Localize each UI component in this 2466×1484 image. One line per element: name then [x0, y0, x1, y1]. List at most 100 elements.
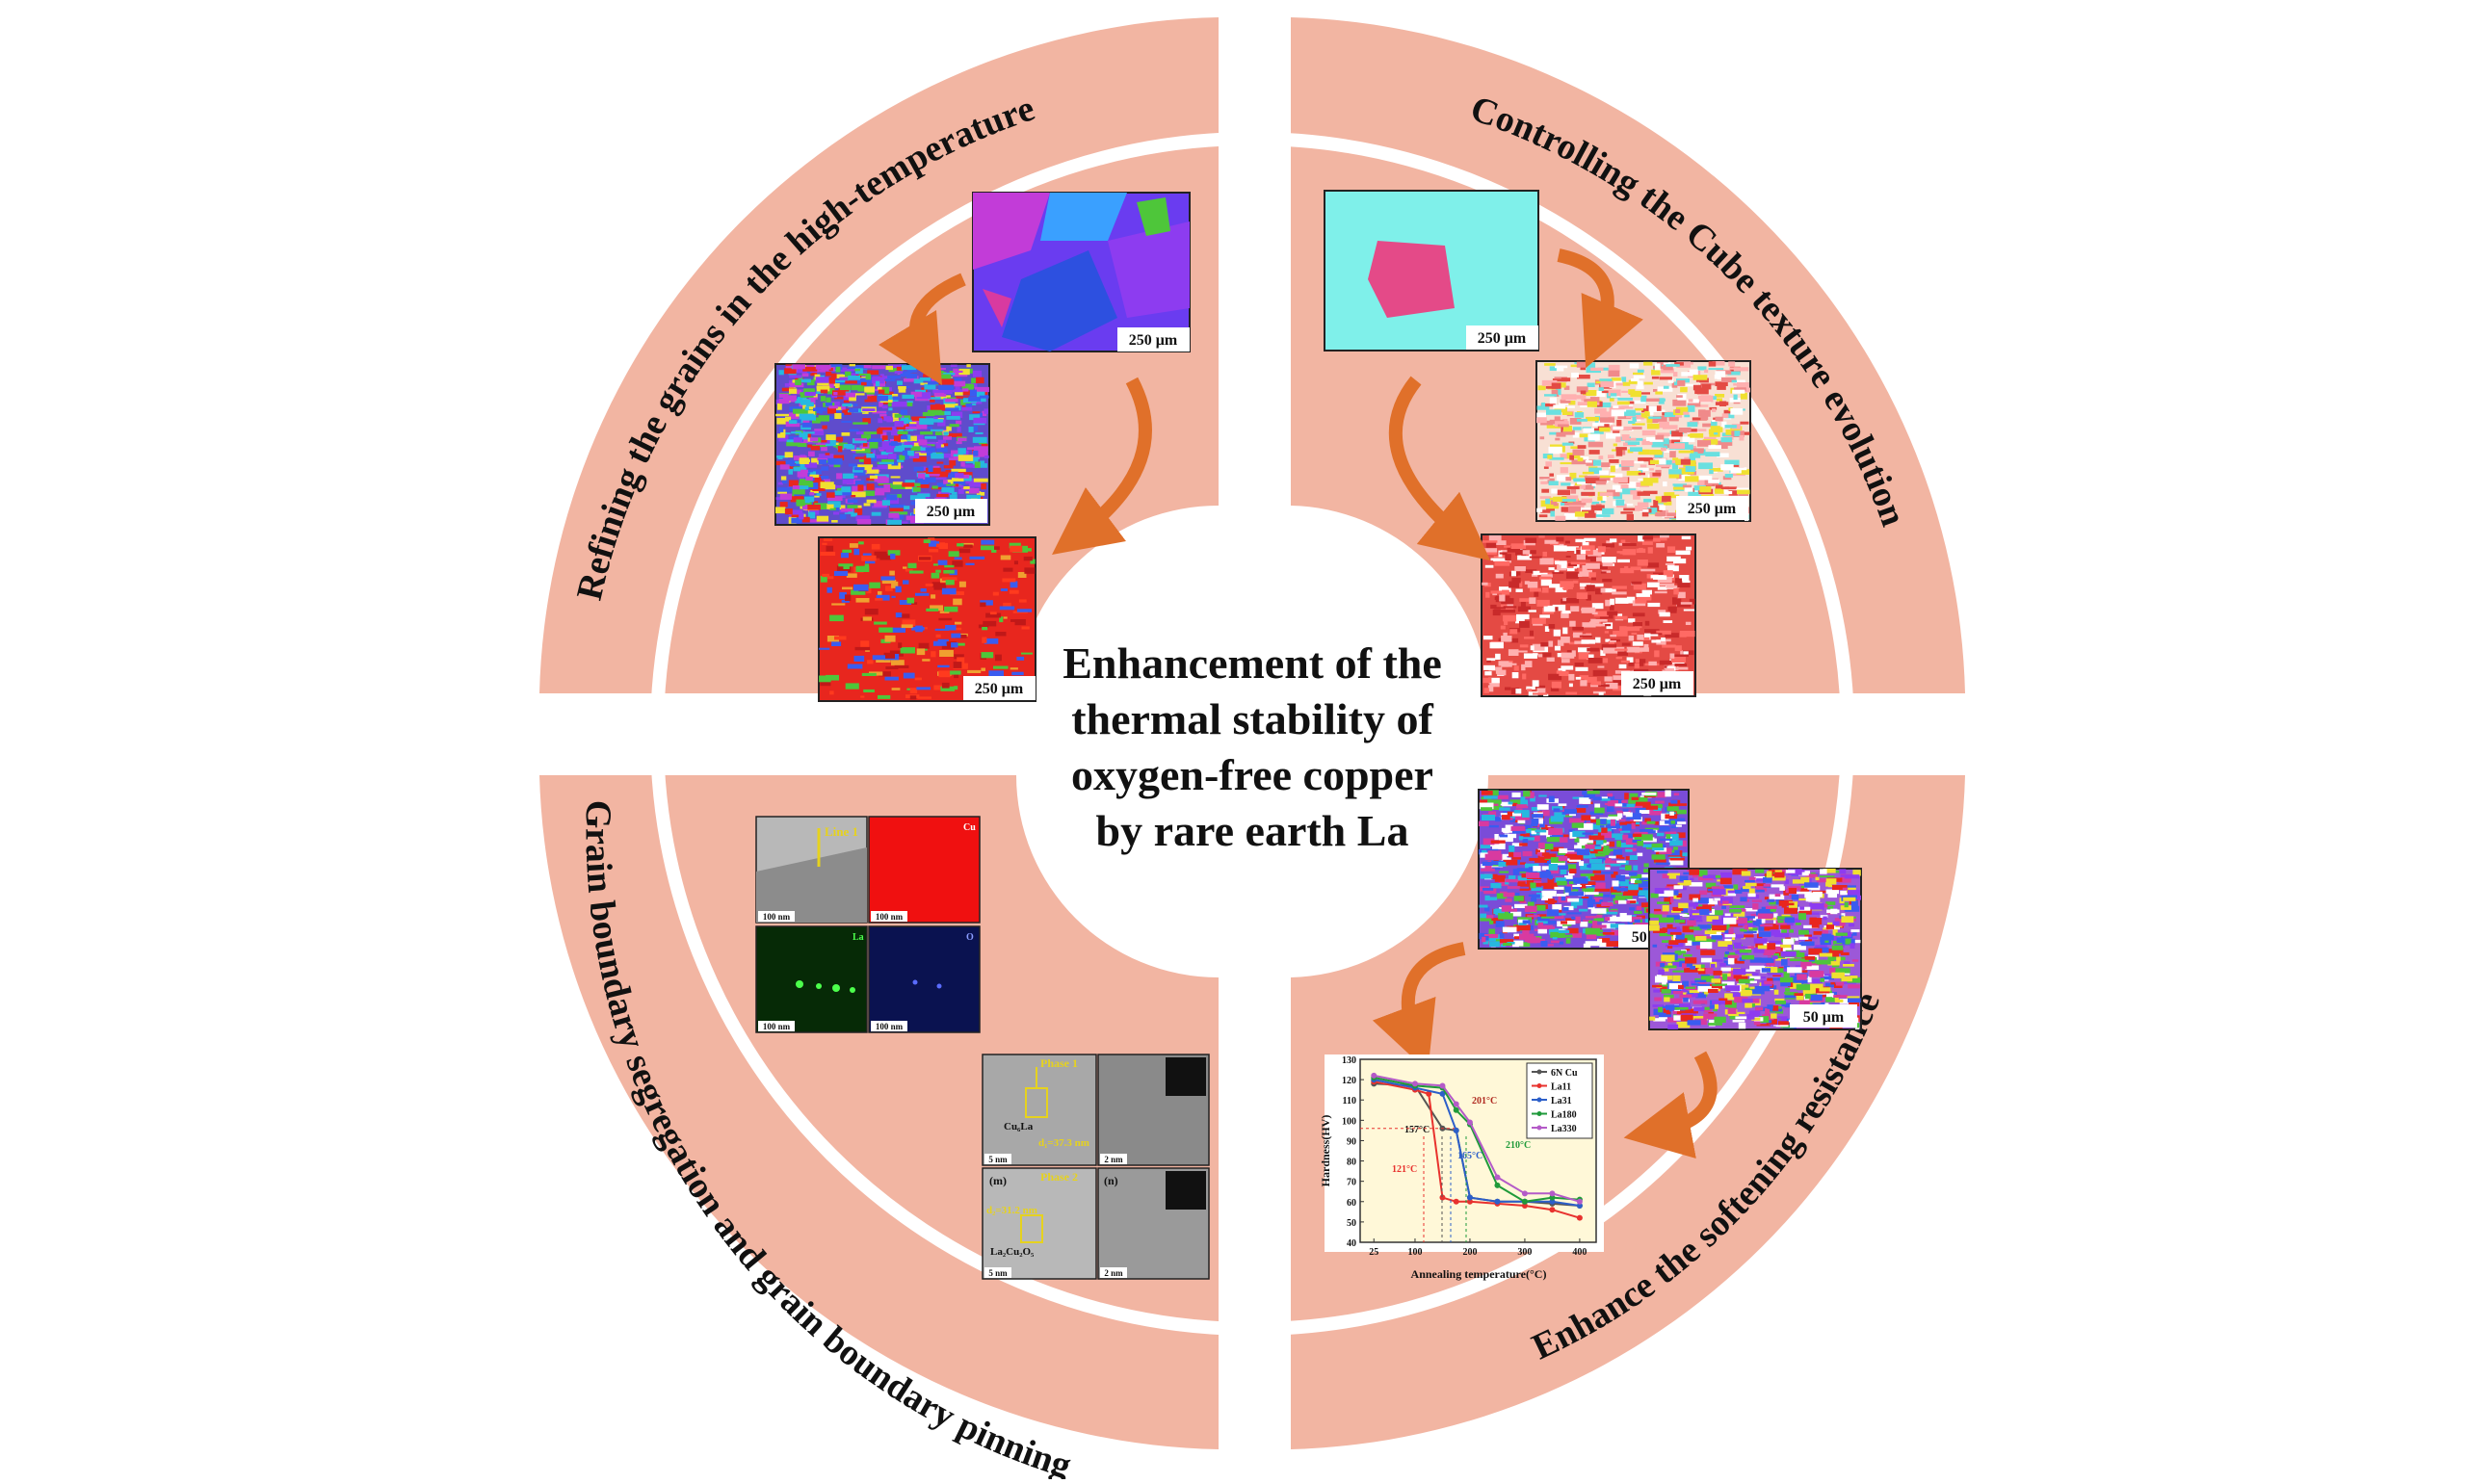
grain	[1595, 587, 1603, 595]
grain	[1687, 404, 1695, 412]
grain	[950, 364, 958, 367]
grain	[1631, 378, 1640, 381]
grain	[821, 447, 827, 452]
grain	[898, 386, 906, 393]
grain	[1531, 823, 1539, 827]
grain	[1798, 909, 1812, 915]
grain	[895, 586, 902, 593]
grain	[1751, 973, 1759, 976]
grain	[1684, 968, 1699, 973]
grain	[1524, 637, 1535, 639]
grain	[803, 388, 815, 393]
grain	[1603, 846, 1610, 850]
grain	[1620, 450, 1626, 456]
grain	[954, 672, 959, 679]
grain	[1724, 459, 1740, 465]
grain	[1637, 502, 1649, 508]
grain	[1594, 882, 1606, 889]
grain	[874, 476, 887, 482]
grain	[1643, 643, 1649, 648]
grain	[1586, 478, 1600, 483]
grain	[1816, 959, 1831, 965]
grain	[827, 407, 836, 414]
grain	[1519, 843, 1528, 846]
grain	[1589, 817, 1596, 820]
grain	[910, 446, 921, 451]
grain	[1492, 867, 1500, 871]
grain	[809, 437, 819, 442]
grain	[916, 687, 931, 690]
grain	[816, 391, 824, 394]
grain	[1561, 669, 1566, 673]
grain	[1597, 938, 1603, 945]
grain	[1652, 847, 1665, 851]
grain	[1661, 447, 1666, 452]
grain	[1613, 686, 1627, 691]
grain	[879, 401, 883, 407]
grain	[872, 506, 887, 508]
grain	[868, 438, 882, 443]
grain	[838, 563, 853, 567]
grain	[778, 398, 790, 404]
grain	[1838, 878, 1851, 883]
grain	[1612, 591, 1627, 595]
tem-map-o: O 100 nm	[868, 925, 981, 1033]
grain	[976, 377, 984, 384]
grain	[789, 420, 798, 424]
grain	[898, 513, 904, 520]
grain	[1510, 825, 1526, 831]
grain	[1779, 948, 1785, 954]
grain	[1574, 916, 1581, 924]
grain	[1692, 1000, 1708, 1004]
grain	[789, 382, 799, 385]
grain	[815, 364, 831, 370]
grain	[822, 573, 829, 578]
grain	[979, 395, 989, 399]
grain	[1503, 829, 1519, 833]
grain	[1742, 954, 1755, 960]
grain	[862, 418, 871, 424]
grain	[898, 433, 903, 437]
grain	[1609, 405, 1625, 411]
grain	[1738, 1011, 1745, 1014]
grain	[1582, 471, 1594, 475]
grain	[1619, 821, 1627, 825]
grain	[1572, 449, 1585, 456]
grain	[1652, 537, 1667, 541]
label-cu6la: Cu₆La	[1004, 1121, 1034, 1133]
grain	[800, 378, 811, 383]
grain	[1601, 923, 1616, 929]
grain	[1767, 1004, 1773, 1009]
grain	[973, 422, 985, 426]
grain	[1002, 578, 1016, 583]
grain	[1621, 823, 1632, 831]
grain	[960, 461, 965, 467]
grain	[1540, 481, 1548, 484]
grain	[1761, 906, 1773, 914]
grain	[919, 378, 931, 381]
grain	[1839, 869, 1847, 874]
grain	[869, 388, 880, 392]
grain	[834, 396, 850, 400]
grain	[953, 662, 962, 668]
grain	[1614, 615, 1628, 620]
grain	[1592, 669, 1608, 677]
grain	[1672, 483, 1687, 486]
grain	[1651, 376, 1660, 379]
grain	[847, 479, 861, 484]
grain	[1565, 918, 1580, 924]
grain	[1568, 818, 1585, 823]
grain	[1736, 382, 1749, 388]
grain	[1658, 969, 1665, 976]
grain	[1640, 392, 1650, 395]
grain	[1724, 1001, 1732, 1005]
grain	[1577, 445, 1587, 449]
grain	[898, 521, 908, 524]
grain	[1485, 541, 1497, 548]
grain	[1642, 535, 1654, 540]
grain	[1570, 446, 1580, 449]
chart-series	[1371, 1072, 1583, 1221]
grain	[1548, 640, 1554, 647]
grain	[1633, 375, 1645, 379]
